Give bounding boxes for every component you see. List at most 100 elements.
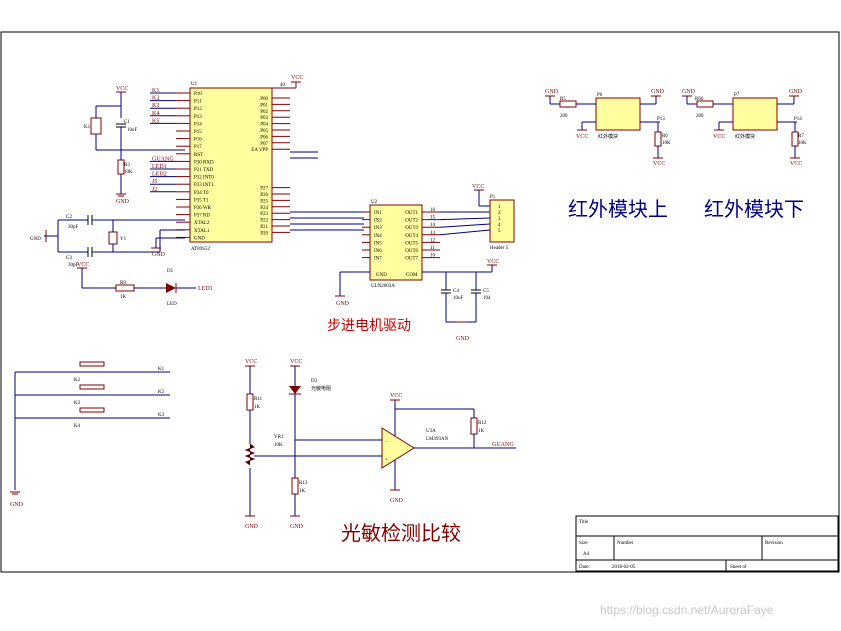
mcu-right-pin-20: P21 bbox=[260, 225, 268, 230]
c2-value: 30pF bbox=[68, 225, 79, 230]
uln-ref: U2 bbox=[371, 200, 378, 205]
r9-ref: R9 bbox=[120, 281, 126, 286]
mcu-left-pin-10: P31 TXD bbox=[194, 168, 214, 173]
p6-value: 红外模块 bbox=[598, 133, 618, 140]
mcu-right-pin-4: P04 bbox=[260, 123, 268, 128]
uln-part: ULN2003A bbox=[371, 284, 395, 289]
number-label: Number bbox=[617, 541, 634, 546]
mcu-ref: U1 bbox=[191, 82, 198, 87]
mcu-left-pin-7: P17 bbox=[194, 145, 202, 150]
p6-ref: P6 bbox=[597, 93, 603, 98]
mcu-right-pin-0: P00 bbox=[260, 97, 268, 102]
mcu-left-pin-11: P32 INT0 bbox=[194, 176, 214, 181]
mcu-net-0: K1 bbox=[152, 88, 159, 94]
ir-module-top: GND R5 200 P6 红外模块 VCC GND P13 R6 10K VC… bbox=[545, 89, 671, 167]
r66-value: 200 bbox=[696, 114, 704, 119]
date-label: Date: bbox=[579, 565, 590, 570]
ir-module-bottom: GND R66 200 P7 红外模块 VCC GND P14 R7 10K V… bbox=[682, 89, 807, 167]
c1-value: 10uF bbox=[127, 128, 138, 133]
k2-ref: K2 bbox=[74, 378, 81, 383]
ir1-gnd-label: GND bbox=[545, 89, 559, 95]
uln2003a-u2: U2 ULN2003A IN1IN2IN3IN4IN5IN6IN7OUT116O… bbox=[335, 200, 499, 342]
mcu-left-pin-6: P16 bbox=[194, 138, 202, 143]
k3-net: K3 bbox=[158, 413, 165, 418]
led-vcc-label: VCC bbox=[77, 262, 89, 268]
mcu-right-pin-1: P01 bbox=[260, 103, 268, 108]
mcu-right-pin-15: P26 bbox=[260, 193, 268, 198]
size-label: Size bbox=[579, 541, 588, 546]
c5-ref: C5 bbox=[483, 289, 489, 294]
mcu-gnd-label: GND bbox=[152, 252, 166, 258]
watermark: https://blog.csdn.net/AuroraFaye bbox=[600, 603, 774, 617]
c3-ref: C3 bbox=[66, 256, 72, 261]
vr-gnd-label: GND bbox=[245, 524, 259, 530]
revision-label: Revision bbox=[765, 541, 783, 546]
mcu-left-pin-4: P14 bbox=[194, 122, 202, 127]
d1-ref: D1 bbox=[167, 269, 174, 274]
ir2-gnd2-label: GND bbox=[789, 89, 803, 95]
header-pin-2: 3 bbox=[498, 217, 501, 222]
mcu-left-pin-1: P11 bbox=[194, 100, 202, 105]
k4-ref: K4 bbox=[74, 424, 81, 429]
r12-ref: R12 bbox=[478, 421, 487, 426]
uln-out-4: OUT5 bbox=[405, 241, 418, 246]
mcu-left-pin-12: P33 INT1 bbox=[194, 183, 214, 188]
keys-gnd-label: GND bbox=[10, 502, 24, 508]
uln-out-pin-3: 13 bbox=[430, 231, 436, 236]
r66-ref: R66 bbox=[695, 97, 704, 102]
r6-value: 10K bbox=[662, 141, 671, 146]
key-switches: K2 K3 K4 K1 K2 K3 GND bbox=[10, 361, 170, 508]
mcu-net-9: GUANG bbox=[152, 156, 174, 162]
guang-net: GUANG bbox=[492, 442, 514, 448]
sheet-border bbox=[0, 31, 840, 573]
uln-out-pin-1: 15 bbox=[430, 216, 436, 221]
mcu-left-pin-19: GND bbox=[194, 236, 205, 241]
title-block: Title Size A4 Number Revision Date: 2018… bbox=[575, 515, 839, 572]
ldr-vcc-label: VCC bbox=[290, 359, 302, 365]
r5-ref: R5 bbox=[560, 97, 566, 102]
mcu-right-pin-8: EA VPP bbox=[251, 148, 268, 153]
svg-text:−: − bbox=[385, 440, 388, 445]
mcu-left-pins: P10K1P11K2P12K3P13K4P14K5P15P16P17RSTP30… bbox=[150, 88, 214, 241]
mcu-left-pin-0: P10 bbox=[194, 92, 202, 97]
mcu-uln-bus bbox=[290, 211, 364, 231]
r6-ref: R6 bbox=[662, 134, 668, 139]
y1-ref: Y1 bbox=[120, 237, 127, 242]
uln-in-3: IN4 bbox=[374, 234, 382, 239]
r13-ref: R13 bbox=[299, 481, 308, 486]
reset-circuit: VCC K1 C1 10uF R3 10K GND bbox=[84, 86, 185, 205]
p1-ref: P1 bbox=[490, 195, 496, 200]
mcu-net-1: K2 bbox=[152, 96, 159, 102]
uln-com-pin: COM bbox=[406, 273, 418, 278]
mcu-left-pin-18: XTAL1 bbox=[194, 229, 210, 234]
photo-caption: 光敏检测比较 bbox=[341, 521, 461, 545]
d3-value: 光敏电阻 bbox=[311, 385, 331, 392]
mcu-net-10: LED1 bbox=[152, 164, 167, 170]
uln-out-1: OUT2 bbox=[405, 219, 418, 224]
c4-ref: C4 bbox=[453, 289, 459, 294]
svg-text:+: + bbox=[385, 458, 388, 463]
uln-gnd-pin: GND bbox=[376, 273, 387, 278]
p13-net: P13 bbox=[657, 117, 665, 122]
uln-in-6: IN7 bbox=[374, 257, 382, 262]
mcu-left-pin-16: P37 RD bbox=[194, 214, 210, 219]
header-pin-1: 2 bbox=[498, 211, 501, 216]
mcu-net-4: K5 bbox=[152, 118, 159, 124]
uln-out-0: OUT1 bbox=[405, 211, 418, 216]
uln-out-pin-0: 16 bbox=[430, 208, 436, 213]
uln-pins: IN1IN2IN3IN4IN5IN6IN7OUT116OUT215OUT314O… bbox=[362, 208, 491, 262]
uln-out-pin-5: 11 bbox=[430, 246, 435, 251]
c3-value: 30pF bbox=[68, 263, 79, 268]
stepper-caption: 步进电机驱动 bbox=[327, 318, 411, 334]
uln-out-2: OUT3 bbox=[405, 226, 418, 231]
p7-ref: P7 bbox=[734, 93, 740, 98]
c4-value: 10uF bbox=[453, 296, 464, 301]
mcu-right-pin-6: P06 bbox=[260, 135, 268, 140]
vr1-value: 10K bbox=[274, 443, 283, 448]
c1-ref: C1 bbox=[124, 120, 130, 125]
k3-ref: K3 bbox=[74, 401, 81, 406]
header-pin-3: 4 bbox=[498, 223, 501, 228]
reset-gnd-label: GND bbox=[116, 199, 130, 205]
k1-ref: K1 bbox=[84, 125, 91, 130]
